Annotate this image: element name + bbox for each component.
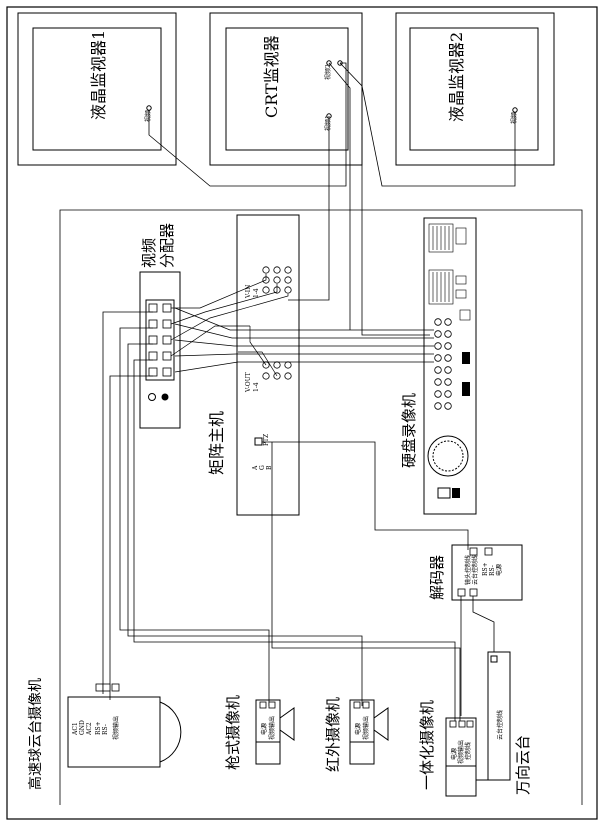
system-enclosure [59, 209, 583, 805]
integrated-camera: 电源 视频输出 控制线 一体化摄像机 [418, 700, 510, 797]
decoder: 镜头控制线 云台控制线 RS+ RS- 电源 解码器 [428, 544, 523, 601]
splitter-power-switch [148, 393, 156, 401]
pan-tilt-title: 万向云台 [514, 735, 532, 795]
dome-port-ac2: AC2 [86, 722, 93, 736]
decoder-port-rs-plus: RS+ [482, 562, 489, 576]
decoder-control-cables [460, 596, 495, 716]
matrix-vin-range: 1-4 [253, 288, 260, 298]
lcd2-port-label: 视频 [510, 112, 518, 124]
integrated-camera-title: 一体化摄像机 [418, 700, 436, 790]
decoder-line-2: 云台控制线 [471, 555, 479, 585]
matrix-vout-range: 1-4 [253, 382, 260, 392]
matrix-input-ports [262, 266, 292, 294]
integrated-control-label: 控制线 [464, 742, 472, 760]
crt-monitor: CRT监视器 视频1 视频2 [209, 12, 363, 166]
video-splitter: 视频 分配器 [139, 223, 181, 429]
lcd1-port-label: 视频 [144, 110, 152, 122]
matrix-b-label: B [266, 465, 273, 470]
matrix-vout-label: V-OUT [245, 372, 252, 393]
decoder-title: 解码器 [428, 555, 446, 600]
monitor-cables [148, 62, 516, 336]
pan-tilt-label: 云台控制线 [496, 710, 504, 740]
matrix-a-label: A [252, 465, 259, 471]
matrix-vin-label: V-IN [245, 285, 252, 299]
decoder-port-power: 电源 [495, 564, 503, 576]
gun-camera: 电源 视频输出 枪式摄像机 [224, 695, 295, 770]
splitter-title-line2: 分配器 [158, 223, 176, 268]
page-border [6, 6, 598, 820]
lcd1-title: 液晶监视器1 [89, 30, 108, 120]
crt-port1-label: 视频1 [324, 115, 332, 131]
dvr-terminal-block-2 [428, 269, 471, 321]
ir-camera: 电源 视频输出 红外摄像机 [324, 697, 389, 772]
matrix-ptz-label: PTZ [263, 434, 270, 446]
splitter-ports [148, 303, 172, 377]
matrix-ptz-port [254, 437, 263, 446]
lcd2-video-port [512, 107, 518, 113]
integrated-power-label: 电源 [450, 748, 458, 760]
ir-camera-title: 红外摄像机 [324, 697, 342, 772]
crt-title: CRT监视器 [262, 35, 281, 118]
decoder-port-rs-minus: RS- [489, 565, 496, 576]
dvr-bnc-inputs [434, 318, 452, 410]
dome-port-rs-plus: RS+ [95, 721, 102, 735]
ir-power-label: 电源 [354, 723, 362, 735]
camera-feed-cables [102, 311, 461, 725]
gun-power-label: 电源 [260, 723, 268, 735]
dvr-fan-icon [427, 435, 469, 477]
gun-video-label: 视频输出 [268, 716, 276, 740]
matrix-title: 矩阵主机 [207, 411, 226, 475]
lcd2-title: 液晶监视器2 [447, 32, 466, 122]
splitter-title-line1: 视频 [140, 238, 158, 268]
dvr-aux-ports [462, 352, 470, 396]
dvr-terminal-block-1 [428, 223, 467, 253]
dome-port-ac1: AC1 [72, 722, 79, 736]
lcd1-video-port [146, 105, 152, 111]
crt-port2-label: 视频2 [324, 64, 332, 80]
integrated-video-label: 视频输出 [457, 740, 465, 764]
matrix-g-label: G [259, 465, 266, 470]
matrix-host: V-IN 1-4 V-OUT 1-4 PTZ A G B 矩阵主机 [207, 214, 300, 516]
gun-camera-title: 枪式摄像机 [224, 695, 242, 770]
dome-port-gnd: GND [79, 720, 86, 735]
lcd-monitor-2: 液晶监视器2 视频 [395, 12, 555, 166]
dvr: 硬盘录像机 [400, 217, 477, 515]
dvr-power-jack [452, 488, 460, 498]
dvr-title: 硬盘录像机 [400, 393, 418, 468]
dome-video-label: 视频输出 [112, 716, 120, 740]
video-cables [170, 274, 434, 377]
dvr-power-switch [437, 487, 451, 499]
decoder-line-1: 镜头控制线 [464, 555, 472, 585]
ir-video-label: 视频输出 [362, 716, 370, 740]
dome-port-rs-minus: RS- [102, 724, 109, 735]
speed-dome-camera: AC1 GND AC2 RS+ RS- 视频输出 高速球云台摄像机 [27, 678, 182, 790]
pan-tilt: 云台控制线 万向云台 [487, 651, 532, 795]
matrix-output-ports [262, 361, 292, 380]
lcd-monitor-1: 液晶监视器1 视频 [17, 12, 177, 166]
speed-dome-title: 高速球云台摄像机 [27, 678, 44, 790]
ptz-cable [262, 441, 469, 550]
splitter-power-jack [161, 393, 169, 401]
